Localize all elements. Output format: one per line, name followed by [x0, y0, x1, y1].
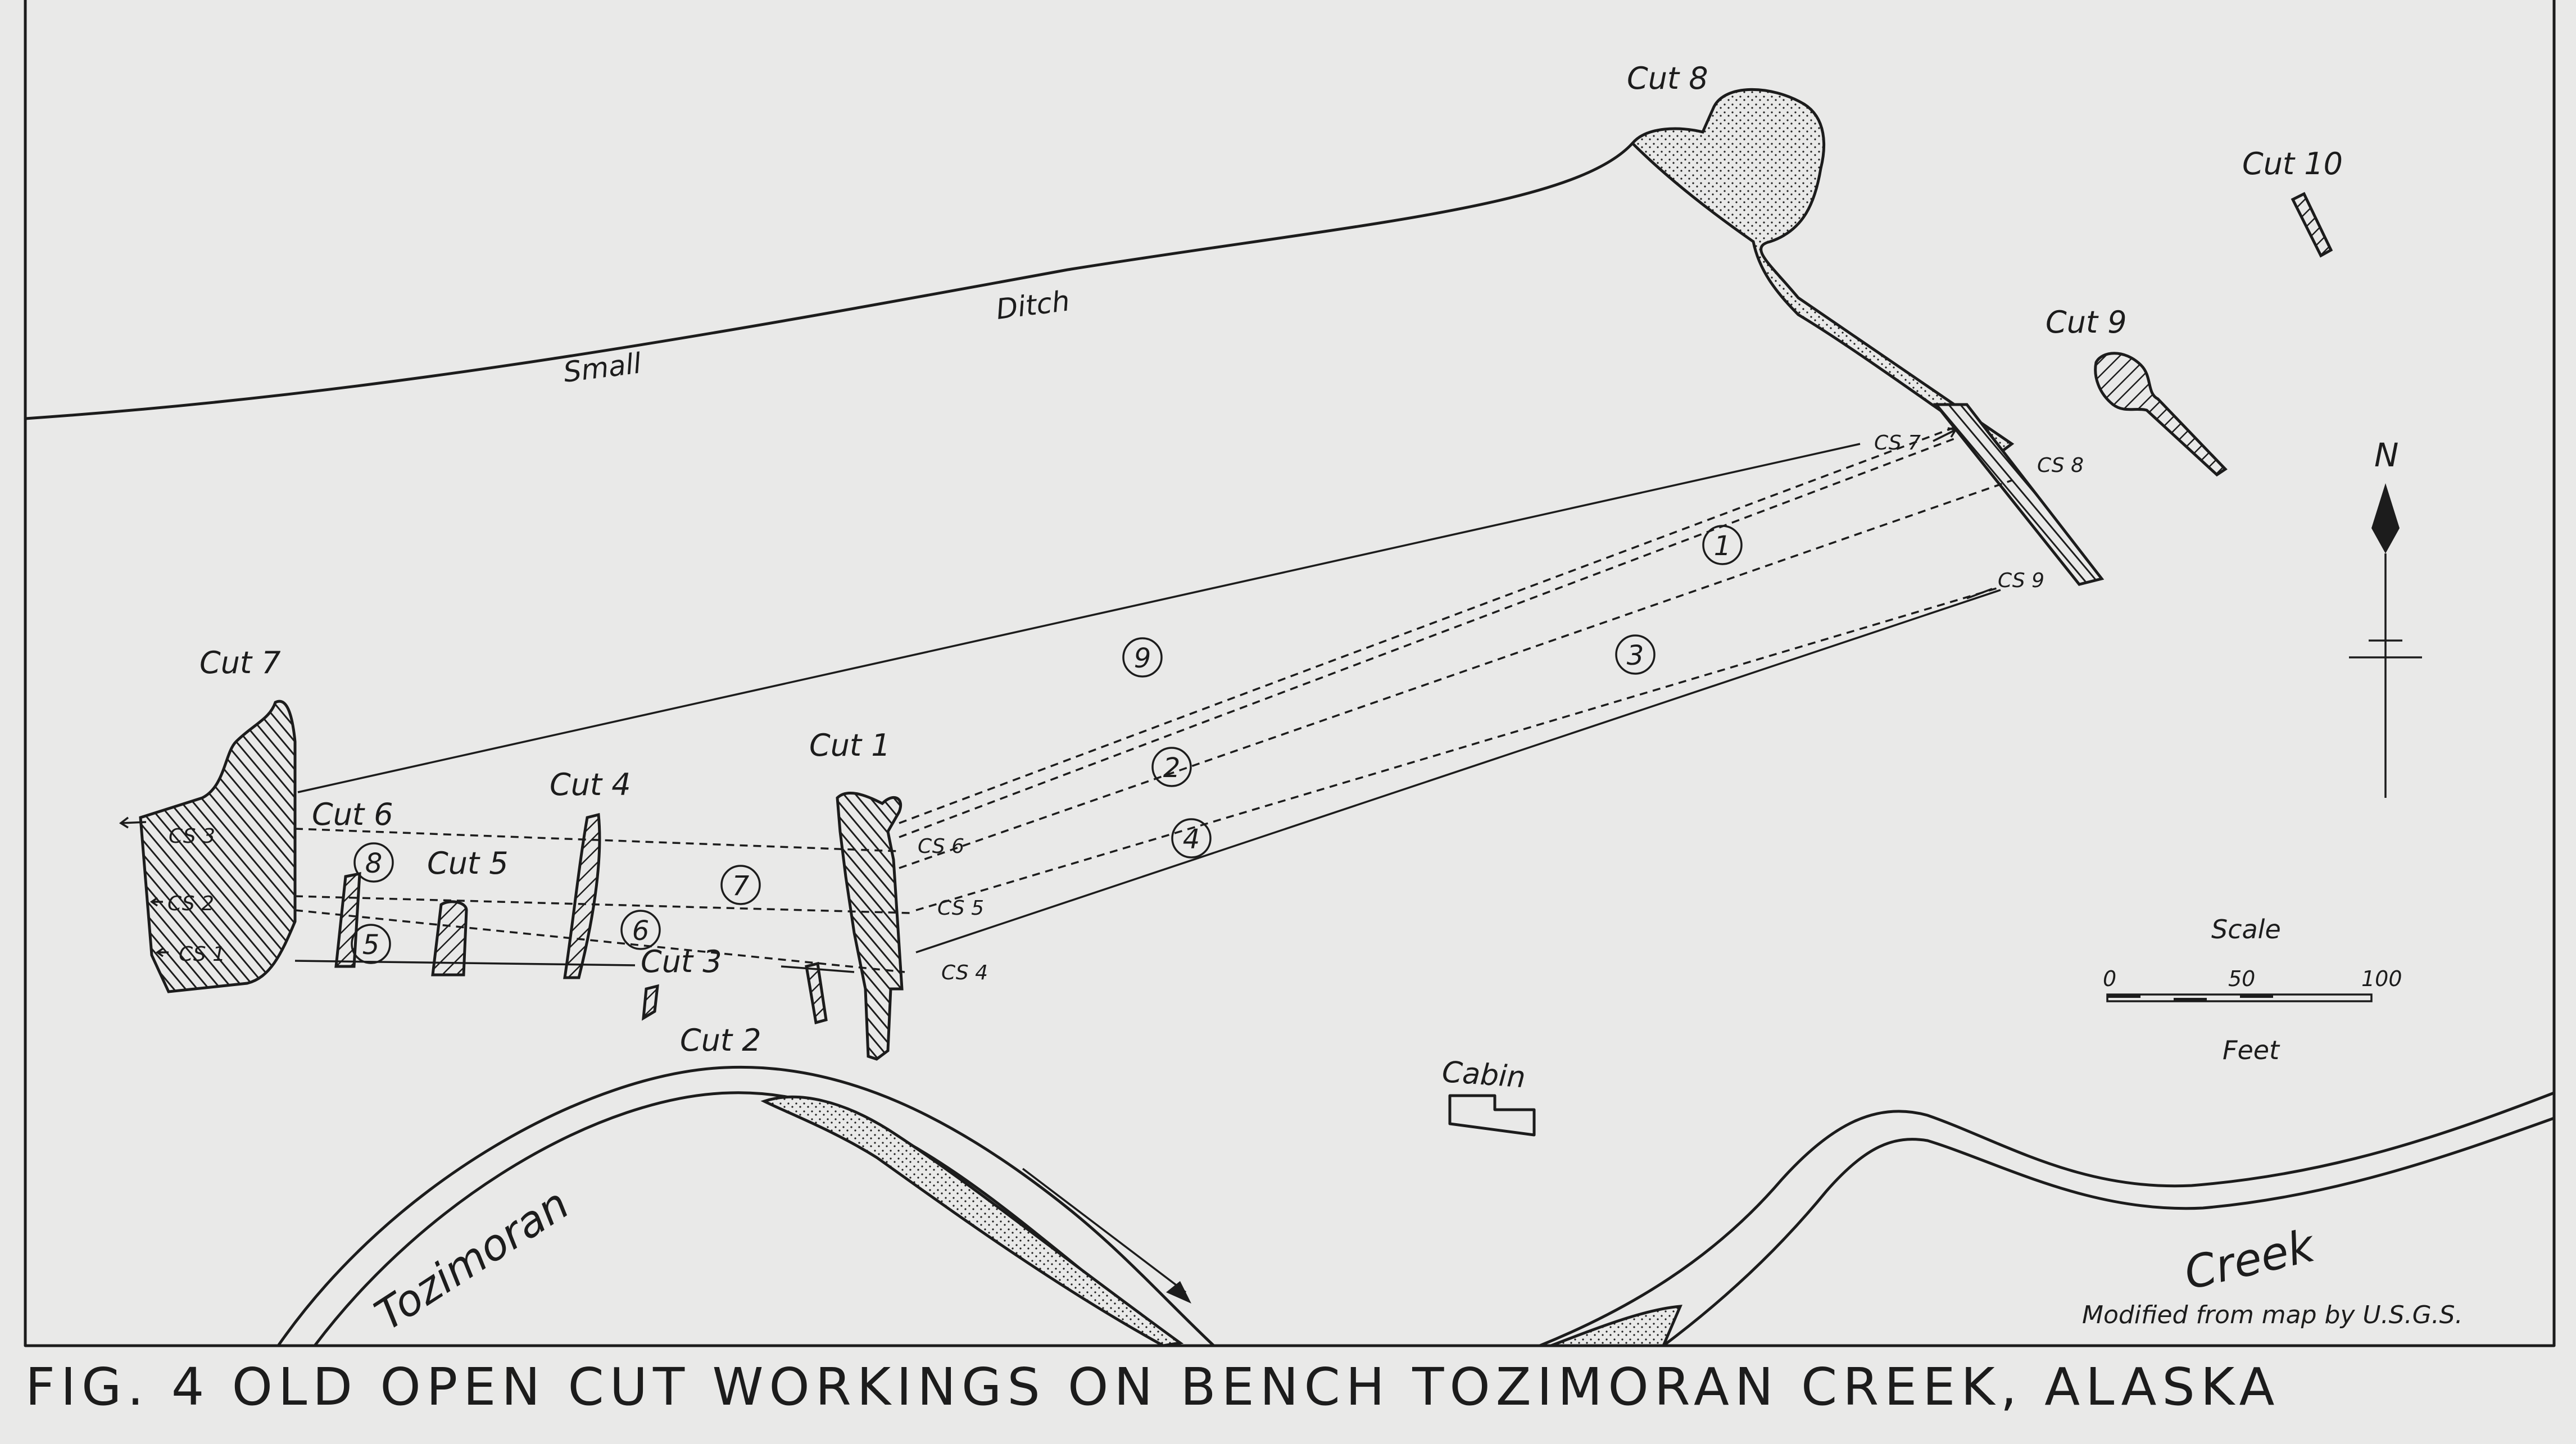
cut-3-line: [294, 960, 636, 966]
svg-text:7: 7: [732, 870, 750, 902]
cut-1-working: [836, 791, 904, 1061]
small-label: Small: [561, 347, 643, 389]
circled-number-3: 3: [1615, 634, 1656, 675]
cut-8-working: [1630, 88, 2015, 455]
circled-number-8: 8: [353, 842, 394, 883]
cut-5-label: Cut 5: [427, 846, 509, 881]
scale-tick-100: 100: [2361, 966, 2402, 991]
cs-7-label: CS 7: [1874, 432, 1921, 455]
circled-number-5: 5: [351, 924, 391, 964]
cs-9-label: CS 9: [1998, 569, 2044, 592]
cut-1-label: Cut 1: [809, 728, 891, 763]
section-line-cs5: [294, 895, 911, 914]
north-arrow-icon: [2371, 483, 2400, 553]
creek-label: Creek: [2179, 1219, 2320, 1300]
circled-number-7: 7: [720, 865, 761, 905]
circled-number-9: 9: [1122, 637, 1163, 678]
svg-text:2: 2: [1163, 752, 1181, 784]
gravel-bar-east: [1550, 1305, 1682, 1347]
cs-8-label: CS 8: [2037, 454, 2084, 477]
figure-caption: FIG. 4 OLD OPEN CUT WORKINGS ON BENCH TO…: [25, 1357, 2280, 1417]
flow-arrow-line: [1022, 1168, 1187, 1293]
cut-3-working: [805, 961, 828, 1025]
section-line-cs7: [899, 426, 1956, 824]
cut-5-working: [431, 900, 468, 977]
gravel-bar-west: [760, 1095, 1184, 1347]
cs-2-label: CS 2: [167, 892, 214, 915]
section-line-cs6: [294, 828, 900, 852]
scale-tick-50: 50: [2228, 966, 2255, 991]
svg-text:8: 8: [365, 848, 383, 879]
cs-3-label: CS 3: [169, 825, 215, 848]
cut-9-working: [2094, 352, 2228, 477]
section-line-cs9: [915, 586, 2001, 911]
flow-arrow-head: [1166, 1281, 1191, 1304]
outer-line-south: [915, 589, 2001, 953]
cut-2-working: [642, 984, 659, 1021]
cut-8-trench: [1933, 403, 2105, 586]
ditch-label: Ditch: [994, 284, 1071, 326]
cut-3-label: Cut 3: [641, 944, 722, 979]
arrow-cs1: [155, 947, 169, 957]
section-line-cs8: [899, 479, 2012, 869]
cut-8-label: Cut 8: [1627, 61, 1708, 96]
scale-unit: Feet: [2223, 1035, 2280, 1065]
cut-7-label: Cut 7: [199, 645, 281, 680]
cs-4-label: CS 4: [941, 961, 988, 984]
cut-7-working: [139, 700, 297, 993]
arrow-cs2: [149, 897, 163, 907]
cabin-outline: [1448, 1094, 1536, 1137]
scale-title: Scale: [2211, 914, 2281, 944]
tozimoran-label: Tozimoran: [366, 1178, 577, 1340]
circled-number-4: 4: [1171, 818, 1212, 859]
cut-10-label: Cut 10: [2242, 146, 2343, 181]
cabin-label: Cabin: [1441, 1055, 1526, 1095]
outer-line-north: [297, 443, 1861, 793]
source-credit: Modified from map by U.S.G.S.: [2082, 1301, 2463, 1329]
cut-4-working: [563, 812, 601, 979]
svg-text:1: 1: [1714, 530, 1731, 562]
cut-9-label: Cut 9: [2046, 305, 2127, 340]
arrow-cs7: [1933, 427, 1957, 442]
svg-text:6: 6: [632, 915, 650, 947]
small-ditch-line: [24, 142, 1634, 420]
creek-bank-inner-east: [1662, 1116, 2556, 1347]
north-label: N: [2374, 436, 2398, 474]
svg-text:4: 4: [1183, 824, 1200, 855]
arrow-cs9: [1966, 588, 1993, 600]
cs-5-label: CS 5: [937, 897, 984, 920]
cs-6-label: CS 6: [918, 835, 964, 858]
section-line-cs4: [294, 909, 905, 973]
arrow-cs3: [119, 816, 147, 829]
cs-1-label: CS 1: [179, 943, 225, 966]
cut-6-working: [334, 871, 361, 968]
cut-3-line-east: [781, 965, 855, 973]
scale-bar: [2106, 993, 2373, 1002]
creek-bank-outer-west: [276, 1065, 1216, 1347]
section-line-cs7-b: [899, 437, 1956, 838]
cut-6-label: Cut 6: [312, 797, 393, 832]
circled-number-2: 2: [1151, 747, 1192, 787]
cut-4-label: Cut 4: [550, 767, 631, 802]
creek-bank-outer-east: [1538, 1091, 2556, 1347]
map-frame: [24, 0, 2556, 1347]
cut-10-working: [2291, 192, 2333, 258]
svg-text:9: 9: [1134, 643, 1151, 674]
scale-tick-0: 0: [2103, 966, 2116, 991]
cut-2-label: Cut 2: [680, 1023, 761, 1058]
circled-number-6: 6: [620, 910, 661, 950]
circled-number-1: 1: [1702, 525, 1743, 565]
svg-text:5: 5: [362, 929, 380, 961]
svg-text:3: 3: [1627, 640, 1644, 671]
